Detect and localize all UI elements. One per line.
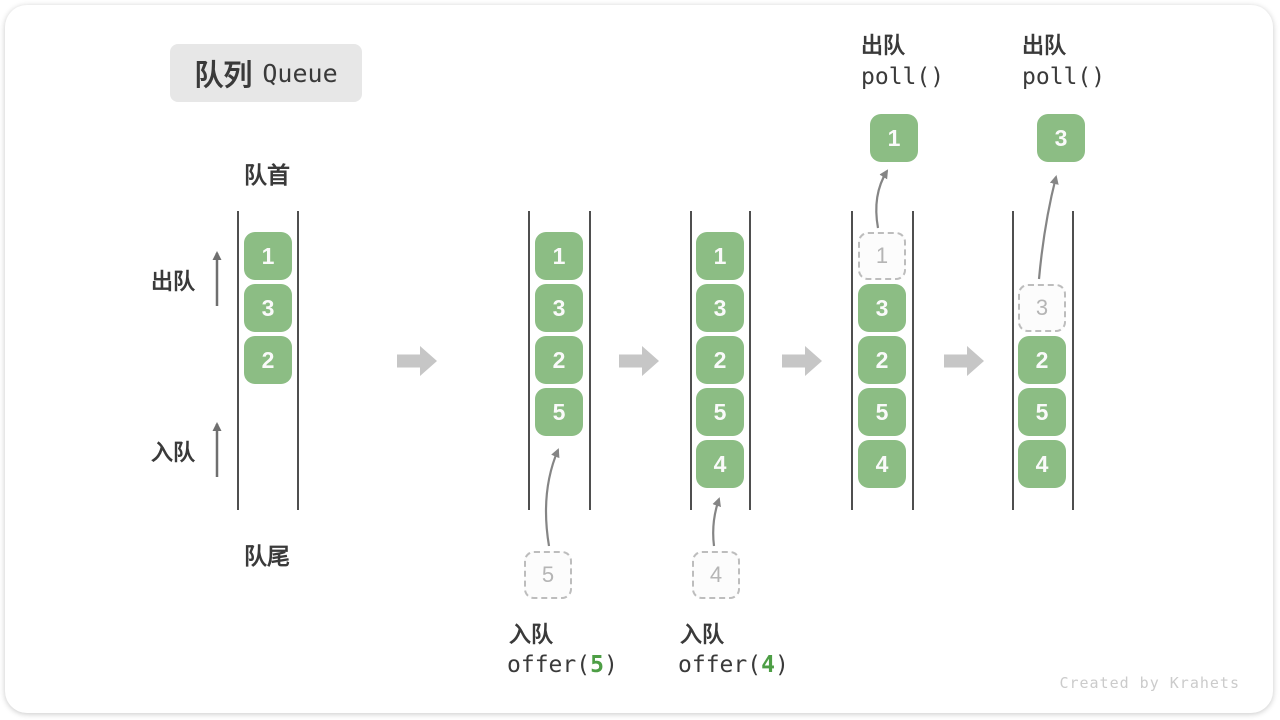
queue-front-label: 队首 [244, 162, 290, 188]
incoming-item-4: 4 [692, 551, 740, 599]
title-en: Queue [262, 58, 338, 88]
enqueue-op-label: 入队 [509, 622, 554, 647]
queue-item: 2 [535, 336, 583, 384]
queue-rear-label: 队尾 [244, 543, 290, 569]
transition-arrow [619, 346, 659, 376]
queue-item: 4 [1018, 440, 1066, 488]
dequeue-side-label: 出队 [151, 269, 196, 294]
queue-item: 3 [535, 284, 583, 332]
incoming-item-5: 5 [524, 551, 572, 599]
polled-item-1: 1 [870, 114, 918, 162]
polled-item-3: 3 [1037, 114, 1085, 162]
dequeue-op-code: poll() [861, 64, 945, 90]
dequeue-op-label: 出队 [1022, 33, 1067, 58]
queue-item: 5 [858, 388, 906, 436]
queue-item-removed: 1 [858, 232, 906, 280]
title-badge: 队列 Queue [170, 44, 362, 102]
enqueue-op-code: offer(5) [507, 652, 618, 678]
enqueue-op-label: 入队 [680, 622, 725, 647]
queue-item: 1 [535, 232, 583, 280]
queue-item: 4 [858, 440, 906, 488]
queue-item: 1 [696, 232, 744, 280]
queue-item: 5 [1018, 388, 1066, 436]
queue-wall [912, 211, 914, 510]
queue-item: 3 [244, 284, 292, 332]
transition-arrow [397, 346, 437, 376]
transition-arrow [782, 346, 822, 376]
queue-item: 2 [696, 336, 744, 384]
queue-wall [237, 211, 239, 510]
queue-wall [1012, 211, 1014, 510]
queue-item: 1 [244, 232, 292, 280]
queue-item: 3 [696, 284, 744, 332]
queue-item: 2 [244, 336, 292, 384]
code-end: ) [603, 652, 618, 678]
queue-wall [297, 211, 299, 510]
queue-wall [1072, 211, 1074, 510]
queue-wall [749, 211, 751, 510]
code-fn: offer( [678, 652, 762, 678]
queue-item: 2 [1018, 336, 1066, 384]
queue-item: 4 [696, 440, 744, 488]
enqueue-op-code: offer(4) [678, 652, 789, 678]
queue-item: 2 [858, 336, 906, 384]
transition-arrow [944, 346, 984, 376]
watermark: Created by Krahets [1059, 674, 1240, 692]
code-end: ) [774, 652, 789, 678]
queue-item: 5 [535, 388, 583, 436]
queue-wall [528, 211, 530, 510]
queue-item: 3 [858, 284, 906, 332]
queue-wall [589, 211, 591, 510]
enqueue-side-label: 入队 [151, 440, 196, 465]
queue-wall [690, 211, 692, 510]
queue-wall [851, 211, 853, 510]
title-zh: 队列 [194, 60, 253, 92]
dequeue-op-label: 出队 [861, 33, 906, 58]
code-arg: 4 [761, 652, 775, 678]
queue-item-removed: 3 [1018, 284, 1066, 332]
queue-item: 5 [696, 388, 744, 436]
dequeue-op-code: poll() [1022, 64, 1106, 90]
code-fn: offer( [507, 652, 591, 678]
code-arg: 5 [590, 652, 604, 678]
